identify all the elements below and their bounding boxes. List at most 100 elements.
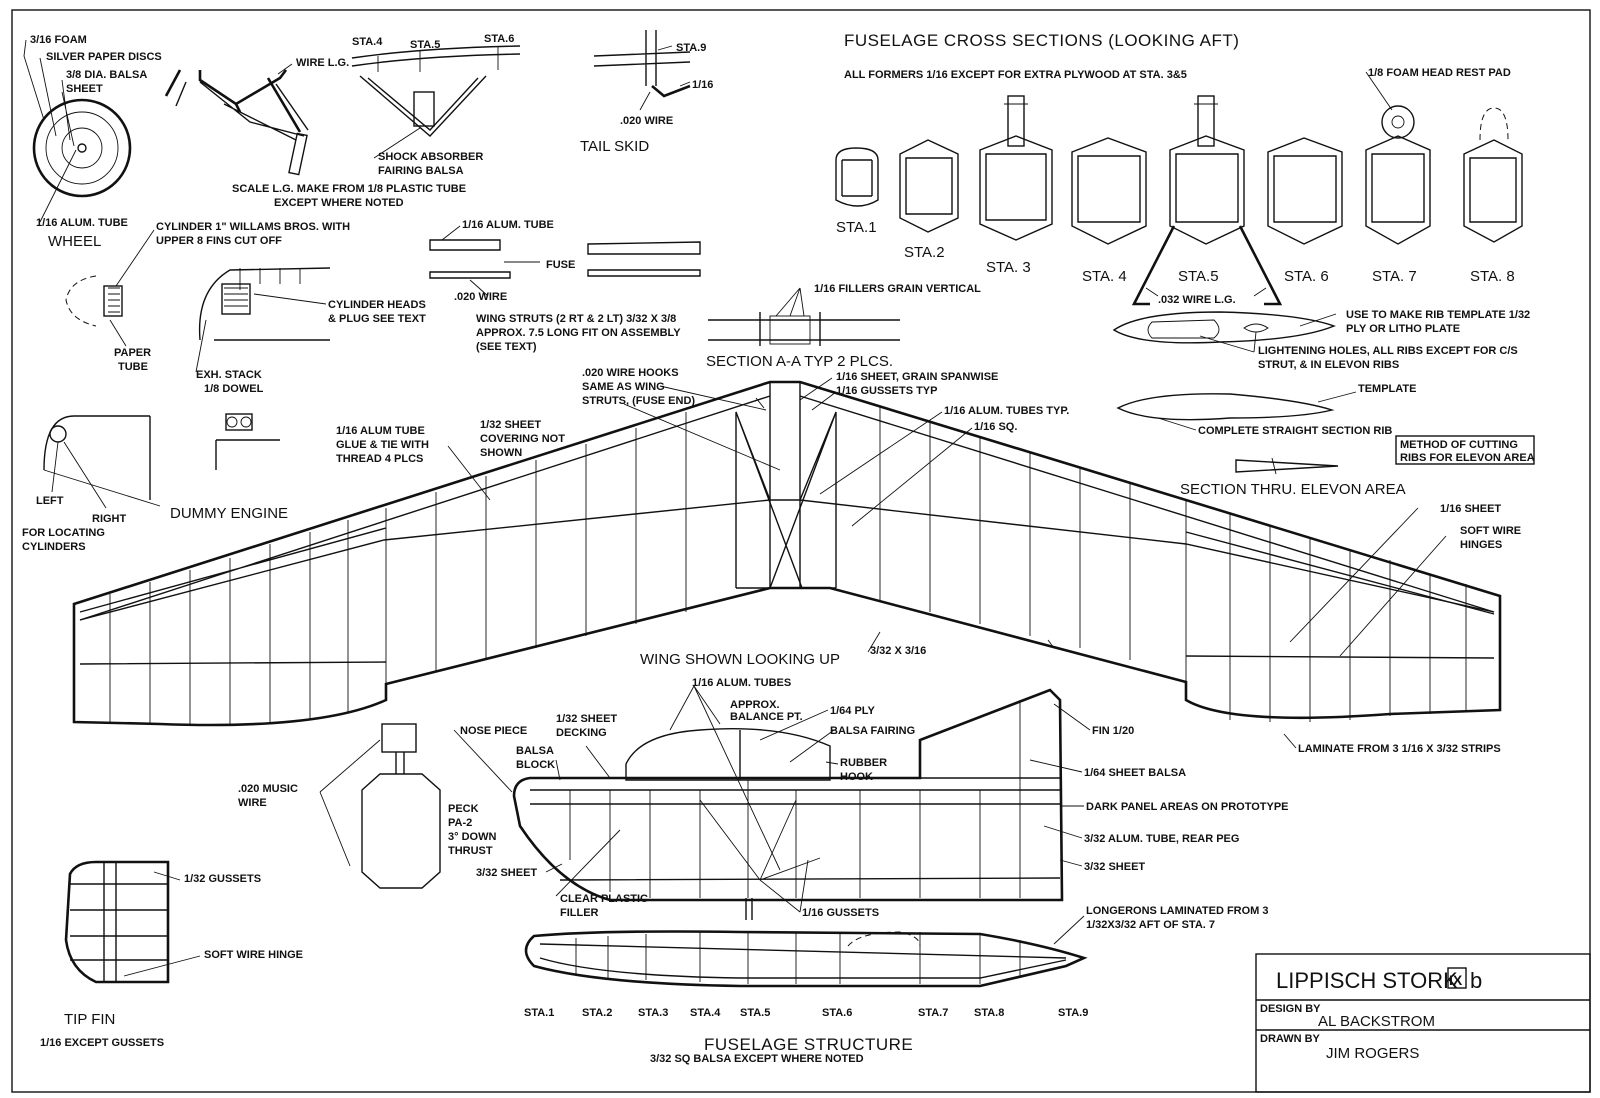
engine-fins-label: UPPER 8 FINS CUT OFF [156,235,282,247]
rib-ply-label: PLY OR LITHO PLATE [1346,323,1460,335]
wing-plan: WING SHOWN LOOKING UP .020 WIRE HOOKS SA… [72,367,1521,755]
fuselage-structure-title: FUSELAGE STRUCTURE [704,1035,913,1054]
drafter-name: JIM ROGERS [1326,1045,1419,1062]
wing-hinges-2: HINGES [1460,539,1502,551]
designer-name: AL BACKSTROM [1318,1013,1435,1030]
fuse-music-2: WIRE [238,797,267,809]
plan-sta-6: STA.6 [822,1007,852,1019]
lg-fairing-label: FAIRING BALSA [378,165,464,177]
wing-sheet: 1/16 SHEET [1440,503,1501,515]
xs-label-5: STA.5 [1178,268,1219,285]
rib-complete-label: COMPLETE STRAIGHT SECTION RIB [1198,425,1392,437]
fuse-fin-balsa: 1/64 SHEET BALSA [1084,767,1186,779]
engine-exh-label: EXH. STACK [196,369,262,381]
wing-title: WING SHOWN LOOKING UP [640,651,840,668]
cross-sections-title: FUSELAGE CROSS SECTIONS (LOOKING AFT) [844,31,1239,50]
tip-fin-hinge: SOFT WIRE HINGE [204,949,303,961]
wing-sheet-grain: 1/16 SHEET, GRAIN SPANWISE [836,371,998,383]
plan-sta-9: STA.9 [1058,1007,1088,1019]
rib-method-2: RIBS FOR ELEVON AREA [1400,452,1535,464]
version-mark: IX [1449,972,1463,988]
version-suffix: b [1470,968,1482,993]
fuse-filler-2: FILLER [560,907,599,919]
elevon-section-title: SECTION THRU. ELEVON AREA [1180,481,1406,498]
dummy-engine-detail: CYLINDER 1" WILLAMS BROS. WITH UPPER 8 F… [22,221,426,553]
lg-sta6-label: STA.6 [484,33,514,45]
xs-label-2: STA.2 [904,244,945,261]
landing-gear-detail: WIRE L.G. STA.4 STA.5 STA.6 SHOCK ABSORB… [164,33,521,209]
section-aa-title: SECTION A-A TYP 2 PLCS. [706,353,893,370]
title-block: LIPPISCH STORK IX b DESIGN BY AL BACKSTR… [1255,953,1591,1093]
plan-sta-3: STA.3 [638,1007,668,1019]
wheel-detail: 3/16 FOAM SILVER PAPER DISCS 3/8 DIA. BA… [23,34,162,250]
sheet-border [11,9,1591,1093]
lg-sta4-label: STA.4 [352,36,383,48]
engine-locating-label: FOR LOCATING [22,527,105,539]
plan-sta-4: STA.4 [690,1007,721,1019]
fuse-balance-2: BALANCE PT. [730,711,803,723]
fuselage-structure-subtitle: 3/32 SQ BALSA EXCEPT WHERE NOTED [650,1053,864,1065]
wing-struts-detail: 1/16 ALUM. TUBE FUSE .020 WIRE WING STRU… [429,219,981,370]
fuse-longerons-2: 1/32X3/32 AFT OF STA. 7 [1086,919,1215,931]
wing-te: 3/32 X 3/16 [870,645,926,657]
tip-fin-subtitle: 1/16 EXCEPT GUSSETS [40,1037,164,1049]
engine-tube-label: TUBE [118,361,148,373]
xs-label-3: STA. 3 [986,259,1031,276]
fuse-tubes: 1/16 ALUM. TUBES [692,677,791,689]
fuse-music-1: .020 MUSIC [238,783,298,795]
fuse-fairing: BALSA FAIRING [830,725,915,737]
fuse-nose: NOSE PIECE [460,725,527,737]
plan-sta-2: STA.2 [582,1007,612,1019]
wing-gussets: 1/16 GUSSETS TYP [836,385,937,397]
rib-template-label: USE TO MAKE RIB TEMPLATE 1/32 [1346,309,1530,321]
fuse-sheet: 3/32 SHEET [1084,861,1145,873]
wheel-discs-label: SILVER PAPER DISCS [46,51,162,63]
engine-heads-label: CYLINDER HEADS [328,299,426,311]
xs-label-1: STA.1 [836,219,877,236]
wing-tube-2: GLUE & TIE WITH [336,439,429,451]
plan-sta-5: STA.5 [740,1007,770,1019]
skid-wire-label: .020 WIRE [620,115,673,127]
wing-laminate: LAMINATE FROM 3 1/16 X 3/32 STRIPS [1298,743,1501,755]
version-mark-box [1447,967,1467,989]
fuse-peck-1: PECK [448,803,479,815]
plan-sta-7: STA.7 [918,1007,948,1019]
strut-fuse-label: FUSE [546,259,575,271]
wing-cover-3: SHOWN [480,447,522,459]
wheel-sheet-label: SHEET [66,83,103,95]
lg-shock-label: SHOCK ABSORBER [378,151,483,163]
tip-fin-title: TIP FIN [64,1011,115,1028]
design-by-label: DESIGN BY [1260,1003,1321,1015]
fuse-gussets: 1/16 GUSSETS [802,907,879,919]
rib-strut-label: STRUT, & IN ELEVON RIBS [1258,359,1399,371]
fuse-ply: 1/64 PLY [830,705,876,717]
cross-sections: FUSELAGE CROSS SECTIONS (LOOKING AFT) AL… [835,31,1523,306]
plan-sta-8: STA.8 [974,1007,1004,1019]
head-rest-label: 1/8 FOAM HEAD REST PAD [1368,67,1511,79]
fuse-peck-3: 3° DOWN [448,831,496,843]
fuse-rubber-2: HOOK [840,771,873,783]
wing-sq: 1/16 SQ. [974,421,1017,433]
tip-fin-gussets: 1/32 GUSSETS [184,873,261,885]
rib-method-1: METHOD OF CUTTING [1400,439,1518,451]
fuse-peck-4: THRUST [448,845,493,857]
lg-sta5-label: STA.5 [410,39,440,51]
wing-hooks-3: STRUTS, (FUSE END) [582,395,695,407]
rib-holes-label: LIGHTENING HOLES, ALL RIBS EXCEPT FOR C/… [1258,345,1518,357]
engine-title: DUMMY ENGINE [170,505,288,522]
cross-sections-note: ALL FORMERS 1/16 EXCEPT FOR EXTRA PLYWOO… [844,69,1187,81]
skid-sixteenth-label: 1/16 [692,79,713,91]
tail-skid-detail: STA.9 1/16 .020 WIRE TAIL SKID [580,30,713,155]
strut-note-3: (SEE TEXT) [476,341,537,353]
lg-except-label: EXCEPT WHERE NOTED [274,197,404,209]
engine-plug-label: & PLUG SEE TEXT [328,313,426,325]
drawn-by-label: DRAWN BY [1260,1033,1321,1045]
wheel-balsa-label: 3/8 DIA. BALSA [66,69,147,81]
fuselage-plan: STA.1 STA.2 STA.3 STA.4 STA.5 STA.6 STA.… [524,930,1088,1065]
wheel-foam-label: 3/16 FOAM [30,34,87,46]
wheel-tube-label: 1/16 ALUM. TUBE [36,217,128,229]
strut-note-1: WING STRUTS (2 RT & 2 LT) 3/32 X 3/8 [476,313,676,325]
xs-label-6: STA. 6 [1284,268,1329,285]
fuse-block-2: BLOCK [516,759,555,771]
fuse-balance-1: APPROX. [730,699,780,711]
